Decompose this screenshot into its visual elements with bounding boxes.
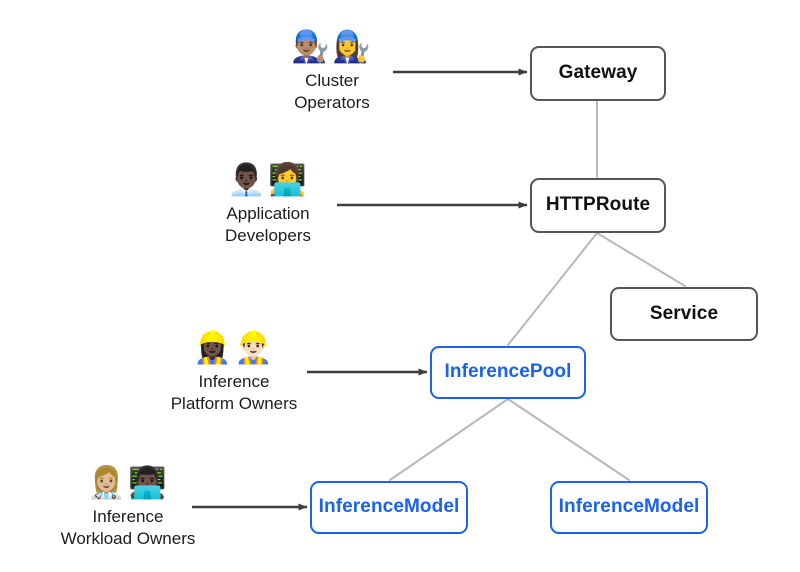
node-service[interactable]: Service [610,287,758,341]
node-inferencepool-label: InferencePool [444,361,572,383]
inference-platform-owners-label-line2: Platform Owners [170,393,298,413]
inference-workload-owners-label: Inference Workload Owners [61,506,196,550]
inference-platform-owners-label: Inference Platform Owners [171,371,298,415]
node-service-label: Service [649,302,719,324]
inference-workload-owners-label-line2: Workload Owners [60,528,196,548]
application-developers-label-line1: Application [226,204,310,223]
node-inferencemodel-1-label: InferenceModel [318,496,460,518]
node-inferencepool[interactable]: InferencePool [430,346,586,399]
node-gateway[interactable]: Gateway [530,46,666,101]
cluster-operators-label: Cluster Operators [294,70,370,114]
inference-platform-owners-label-line1: Inference [198,372,270,391]
node-inferencemodel-1[interactable]: InferenceModel [310,481,468,534]
edge-httproute-inferencepool [507,232,598,346]
application-developers-icons: 👨🏿‍💼👩‍💻 [227,162,309,198]
persona-inference-workload-owners: 👩🏼‍⚕️👨🏿‍💻 Inference Workload Owners [58,468,198,550]
node-inferencemodel-2[interactable]: InferenceModel [550,481,708,534]
inference-workload-owners-icons: 👩🏼‍⚕️👨🏿‍💻 [87,465,169,501]
persona-application-developers: 👨🏿‍💼👩‍💻 Application Developers [198,165,338,247]
persona-cluster-operators: 👨🏽‍🔧👩‍🔧 Cluster Operators [262,32,402,114]
application-developers-label-line2: Developers [225,225,311,245]
node-inferencemodel-2-label: InferenceModel [558,496,700,518]
cluster-operators-label-line2: Operators [294,92,370,112]
node-gateway-label: Gateway [558,62,638,84]
cluster-operators-icons: 👨🏽‍🔧👩‍🔧 [291,29,373,65]
cluster-operators-label-line1: Cluster [305,71,359,90]
persona-inference-platform-owners: 👷🏿‍♀️👷🏻‍♂️ Inference Platform Owners [164,333,304,415]
edge-inferencepool-model1 [389,398,509,481]
inference-workload-owners-label-line1: Inference [92,507,164,526]
edge-inferencepool-model2 [507,398,630,481]
node-httproute[interactable]: HTTPRoute [530,178,666,233]
application-developers-label: Application Developers [225,203,311,247]
node-httproute-label: HTTPRoute [545,194,651,216]
inference-platform-owners-icons: 👷🏿‍♀️👷🏻‍♂️ [193,330,275,366]
edge-httproute-service [596,232,686,287]
